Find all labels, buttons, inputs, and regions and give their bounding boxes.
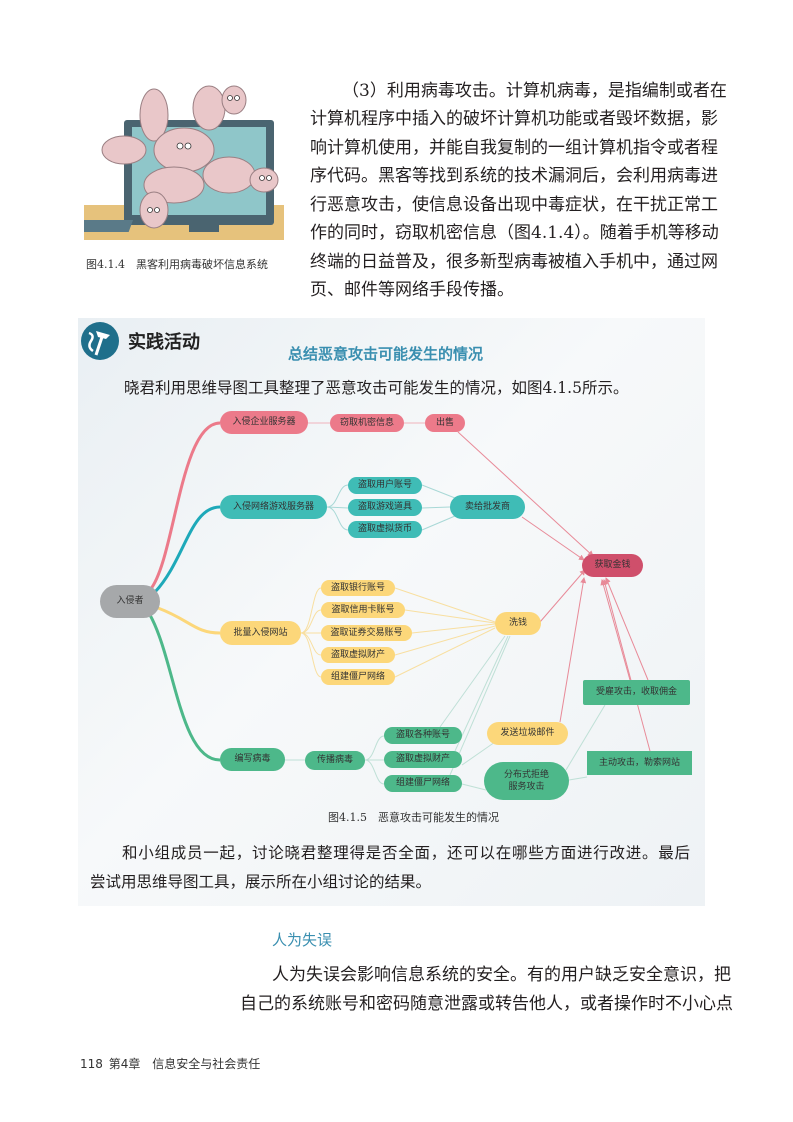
text-line: 作的同时，窃取机密信息（图4.1.4）。随着手机等移动 bbox=[310, 223, 719, 243]
text-line: 行恶意攻击，使信息设备出现中毒症状，在干扰正常工 bbox=[310, 195, 718, 215]
mindmap-node: 卖给批发商 bbox=[450, 495, 525, 519]
mindmap-node: 组建僵尸网络 bbox=[321, 669, 395, 685]
mindmap-goal: 获取金钱 bbox=[582, 554, 643, 577]
text-line: 人为失误会影响信息系统的安全。有的用户缺乏安全意识，把 bbox=[272, 965, 731, 985]
mindmap-node: 盗取虚拟货币 bbox=[348, 521, 422, 538]
mindmap-root: 入侵者 bbox=[100, 585, 160, 618]
text-line: （3）利用病毒攻击。计算机病毒，是指编制或者在 bbox=[342, 81, 727, 101]
page-footer: 118 第4章 信息安全与社会责任 bbox=[80, 1055, 260, 1072]
text-line: 和小组成员一起，讨论晓君整理得是否全面，还可以在哪些方面进行改进。最后 bbox=[122, 844, 690, 862]
text-line: 序代码。黑客等找到系统的技术漏洞后，会利用病毒进 bbox=[310, 166, 718, 186]
text-line: 响计算机使用，并能自我复制的一组计算机指令或者程 bbox=[310, 138, 718, 158]
mindmap-node: 受雇攻击，收取佣金 bbox=[583, 680, 690, 705]
text-line: 尝试用思维导图工具，展示所在小组讨论的结果。 bbox=[90, 873, 432, 891]
mindmap-node: 出售 bbox=[425, 414, 465, 432]
mindmap-node: 盗取证券交易账号 bbox=[321, 625, 412, 641]
mindmap-node: 主动攻击，勒索网站 bbox=[587, 751, 692, 775]
activity-label: 实践活动 bbox=[128, 332, 200, 353]
mindmap-node: 洗钱 bbox=[495, 612, 541, 635]
mindmap-node: 盗取虚拟财产 bbox=[321, 647, 395, 663]
mindmap-node: 盗取信用卡账号 bbox=[321, 602, 405, 618]
activity-intro: 晓君利用思维导图工具整理了恶意攻击可能发生的情况，如图4.1.5所示。 bbox=[124, 379, 629, 397]
activity-icon bbox=[80, 321, 120, 361]
text-line: 自己的系统账号和密码随意泄露或转告他人，或者操作时不小心点 bbox=[240, 994, 733, 1014]
mindmap-node: 入侵网络游戏服务器 bbox=[220, 495, 327, 519]
chapter-title: 信息安全与社会责任 bbox=[152, 1057, 261, 1071]
activity-title: 总结恶意攻击可能发生的情况 bbox=[288, 345, 484, 363]
mindmap-node: 入侵企业服务器 bbox=[220, 411, 308, 434]
mindmap-node: 发送垃圾邮件 bbox=[487, 722, 568, 745]
mindmap-node: 盗取银行账号 bbox=[321, 580, 395, 596]
mindmap-node: 分布式拒绝 服务攻击 bbox=[484, 762, 569, 800]
section-heading: 人为失误 bbox=[272, 931, 333, 949]
page-number: 118 bbox=[80, 1057, 103, 1071]
mindmap-node: 传播病毒 bbox=[305, 751, 365, 770]
text-line: 计算机程序中插入的破坏计算机功能或者毁坏数据，影 bbox=[310, 109, 718, 129]
mindmap-node: 组建僵尸网络 bbox=[384, 775, 462, 792]
mindmap-node: 窃取机密信息 bbox=[330, 414, 404, 432]
mindmap-node: 盗取用户账号 bbox=[348, 477, 422, 494]
text-line: 页、邮件等网络手段传播。 bbox=[310, 280, 514, 300]
mindmap-node: 编写病毒 bbox=[220, 748, 285, 771]
text-line: 终端的日益普及，很多新型病毒被植入手机中，通过网 bbox=[310, 252, 718, 272]
mindmap-node: 盗取游戏道具 bbox=[348, 499, 422, 516]
mindmap-node: 批量入侵网站 bbox=[220, 621, 301, 645]
mindmap-node: 盗取各种账号 bbox=[384, 727, 462, 744]
virus-illustration bbox=[48, 80, 284, 240]
figure-caption: 图4.1.5 恶意攻击可能发生的情况 bbox=[328, 811, 499, 824]
figure-caption: 图4.1.4 黑客利用病毒破坏信息系统 bbox=[86, 258, 268, 271]
chapter-number: 第4章 bbox=[108, 1057, 141, 1071]
mindmap-node: 盗取虚拟财产 bbox=[384, 751, 462, 768]
